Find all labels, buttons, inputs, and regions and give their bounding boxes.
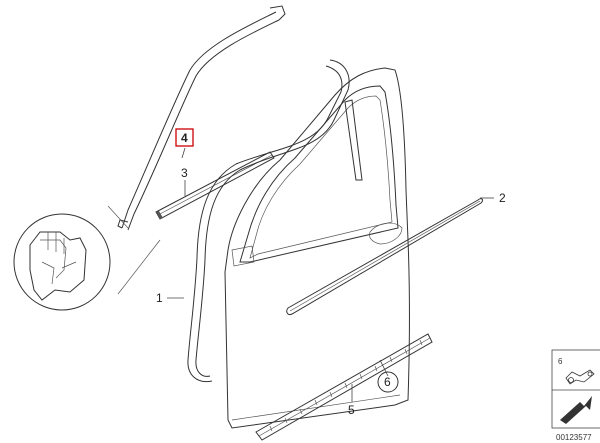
callout-2: 2	[499, 191, 506, 205]
part-1-door-seal[interactable]	[187, 59, 350, 383]
part-2-belt-strip[interactable]	[286, 198, 483, 315]
door-body	[224, 67, 410, 429]
callout-3: 3	[181, 166, 188, 180]
legend-number: 6	[558, 357, 563, 366]
part-5-sill-strip[interactable]	[255, 333, 433, 441]
detail-callout-circle	[13, 205, 161, 311]
legend-panel: 6	[551, 349, 600, 429]
callout-4-box	[175, 128, 194, 147]
callout-6: 6	[384, 375, 391, 389]
part-4-window-channel[interactable]	[117, 5, 286, 231]
leader-lines	[167, 147, 494, 402]
callout-6-circle	[377, 371, 399, 393]
arrow-icon	[560, 396, 592, 424]
callout-1: 1	[156, 291, 163, 305]
diagram-code: 00123577	[556, 433, 592, 442]
callout-5: 5	[348, 403, 355, 417]
part-3-trim-strip[interactable]	[155, 151, 275, 220]
callout-4: 4	[181, 131, 188, 145]
